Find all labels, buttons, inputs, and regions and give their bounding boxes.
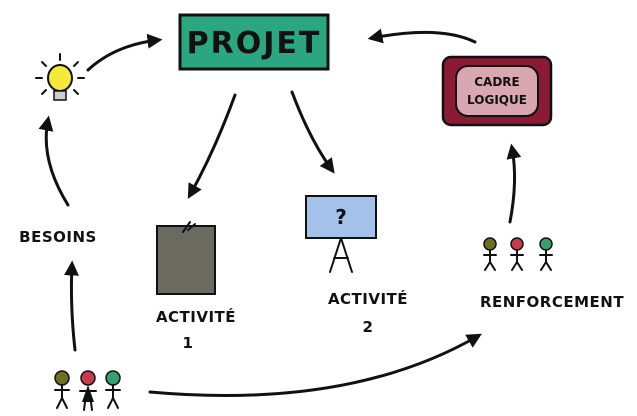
activite-1-number: 1 — [183, 334, 194, 352]
projet-box — [178, 13, 330, 71]
activite-1-node: ACTIVITÉ 1 — [156, 221, 236, 352]
activite-2-node: ? ACTIVITÉ 2 — [305, 195, 408, 336]
arrow-projet-to-activite1 — [187, 93, 237, 199]
lightbulb-icon — [35, 53, 85, 101]
activite-2-label: ACTIVITÉ — [328, 289, 408, 308]
question-mark: ? — [335, 205, 347, 229]
projet-node: PROJET — [178, 13, 330, 71]
easel-icon — [329, 237, 353, 273]
pin-icon — [182, 221, 196, 233]
arrow-idea-to-projet — [86, 33, 163, 72]
renforcement-people-icon — [483, 237, 553, 271]
projet-label: PROJET — [187, 26, 322, 61]
arrow-people-to-renforcement — [148, 333, 482, 398]
arrow-renforcement-to-cadre — [506, 143, 522, 224]
community-people-icon — [54, 370, 121, 411]
renforcement-label: RENFORCEMENT — [480, 293, 624, 311]
cadre-logique-label-line1: CADRE — [474, 75, 520, 89]
arrow-besoins-to-idea — [38, 115, 70, 207]
activite-1-board — [156, 225, 216, 295]
cadre-logique-label-line2: LOGIQUE — [467, 93, 527, 107]
arrow-projet-to-activite2 — [290, 90, 335, 174]
activite-2-number: 2 — [363, 318, 374, 336]
arrow-cadre-to-projet — [367, 28, 477, 44]
besoins-label: BESOINS — [19, 228, 97, 246]
cadre-logique-node: CADRE LOGIQUE — [441, 55, 553, 127]
activite-1-label: ACTIVITÉ — [156, 307, 236, 326]
arrow-people-to-besoins — [63, 260, 79, 352]
cadre-logique-inner — [455, 65, 539, 117]
